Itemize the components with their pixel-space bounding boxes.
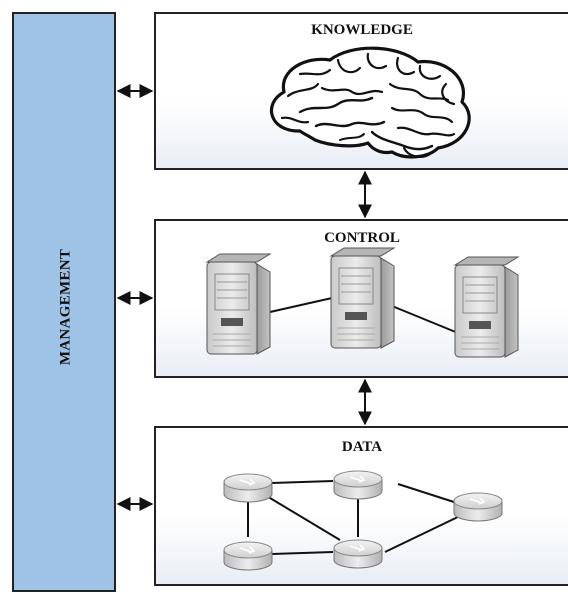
control-title: CONTROL — [324, 230, 400, 246]
management-plane — [12, 12, 116, 592]
data-link-3 — [264, 494, 341, 541]
control-link-2 — [391, 305, 459, 334]
brain-icon — [269, 46, 471, 159]
router-icon — [453, 492, 503, 522]
router-icon — [223, 541, 273, 571]
router-icon — [333, 470, 383, 500]
architecture-diagram — [116, 46, 520, 571]
router-icon — [223, 473, 273, 503]
router-icon — [333, 539, 383, 569]
server-icon — [329, 247, 396, 349]
control-link-1 — [269, 297, 333, 313]
data-link-7 — [384, 514, 463, 553]
data-link-5 — [397, 483, 458, 504]
server-icon — [453, 256, 520, 358]
data-link-1 — [271, 480, 334, 484]
knowledge-title: KNOWLEDGE — [311, 22, 413, 38]
data-link-6 — [271, 551, 334, 555]
data-title: DATA — [341, 439, 383, 455]
server-icon — [205, 253, 272, 355]
